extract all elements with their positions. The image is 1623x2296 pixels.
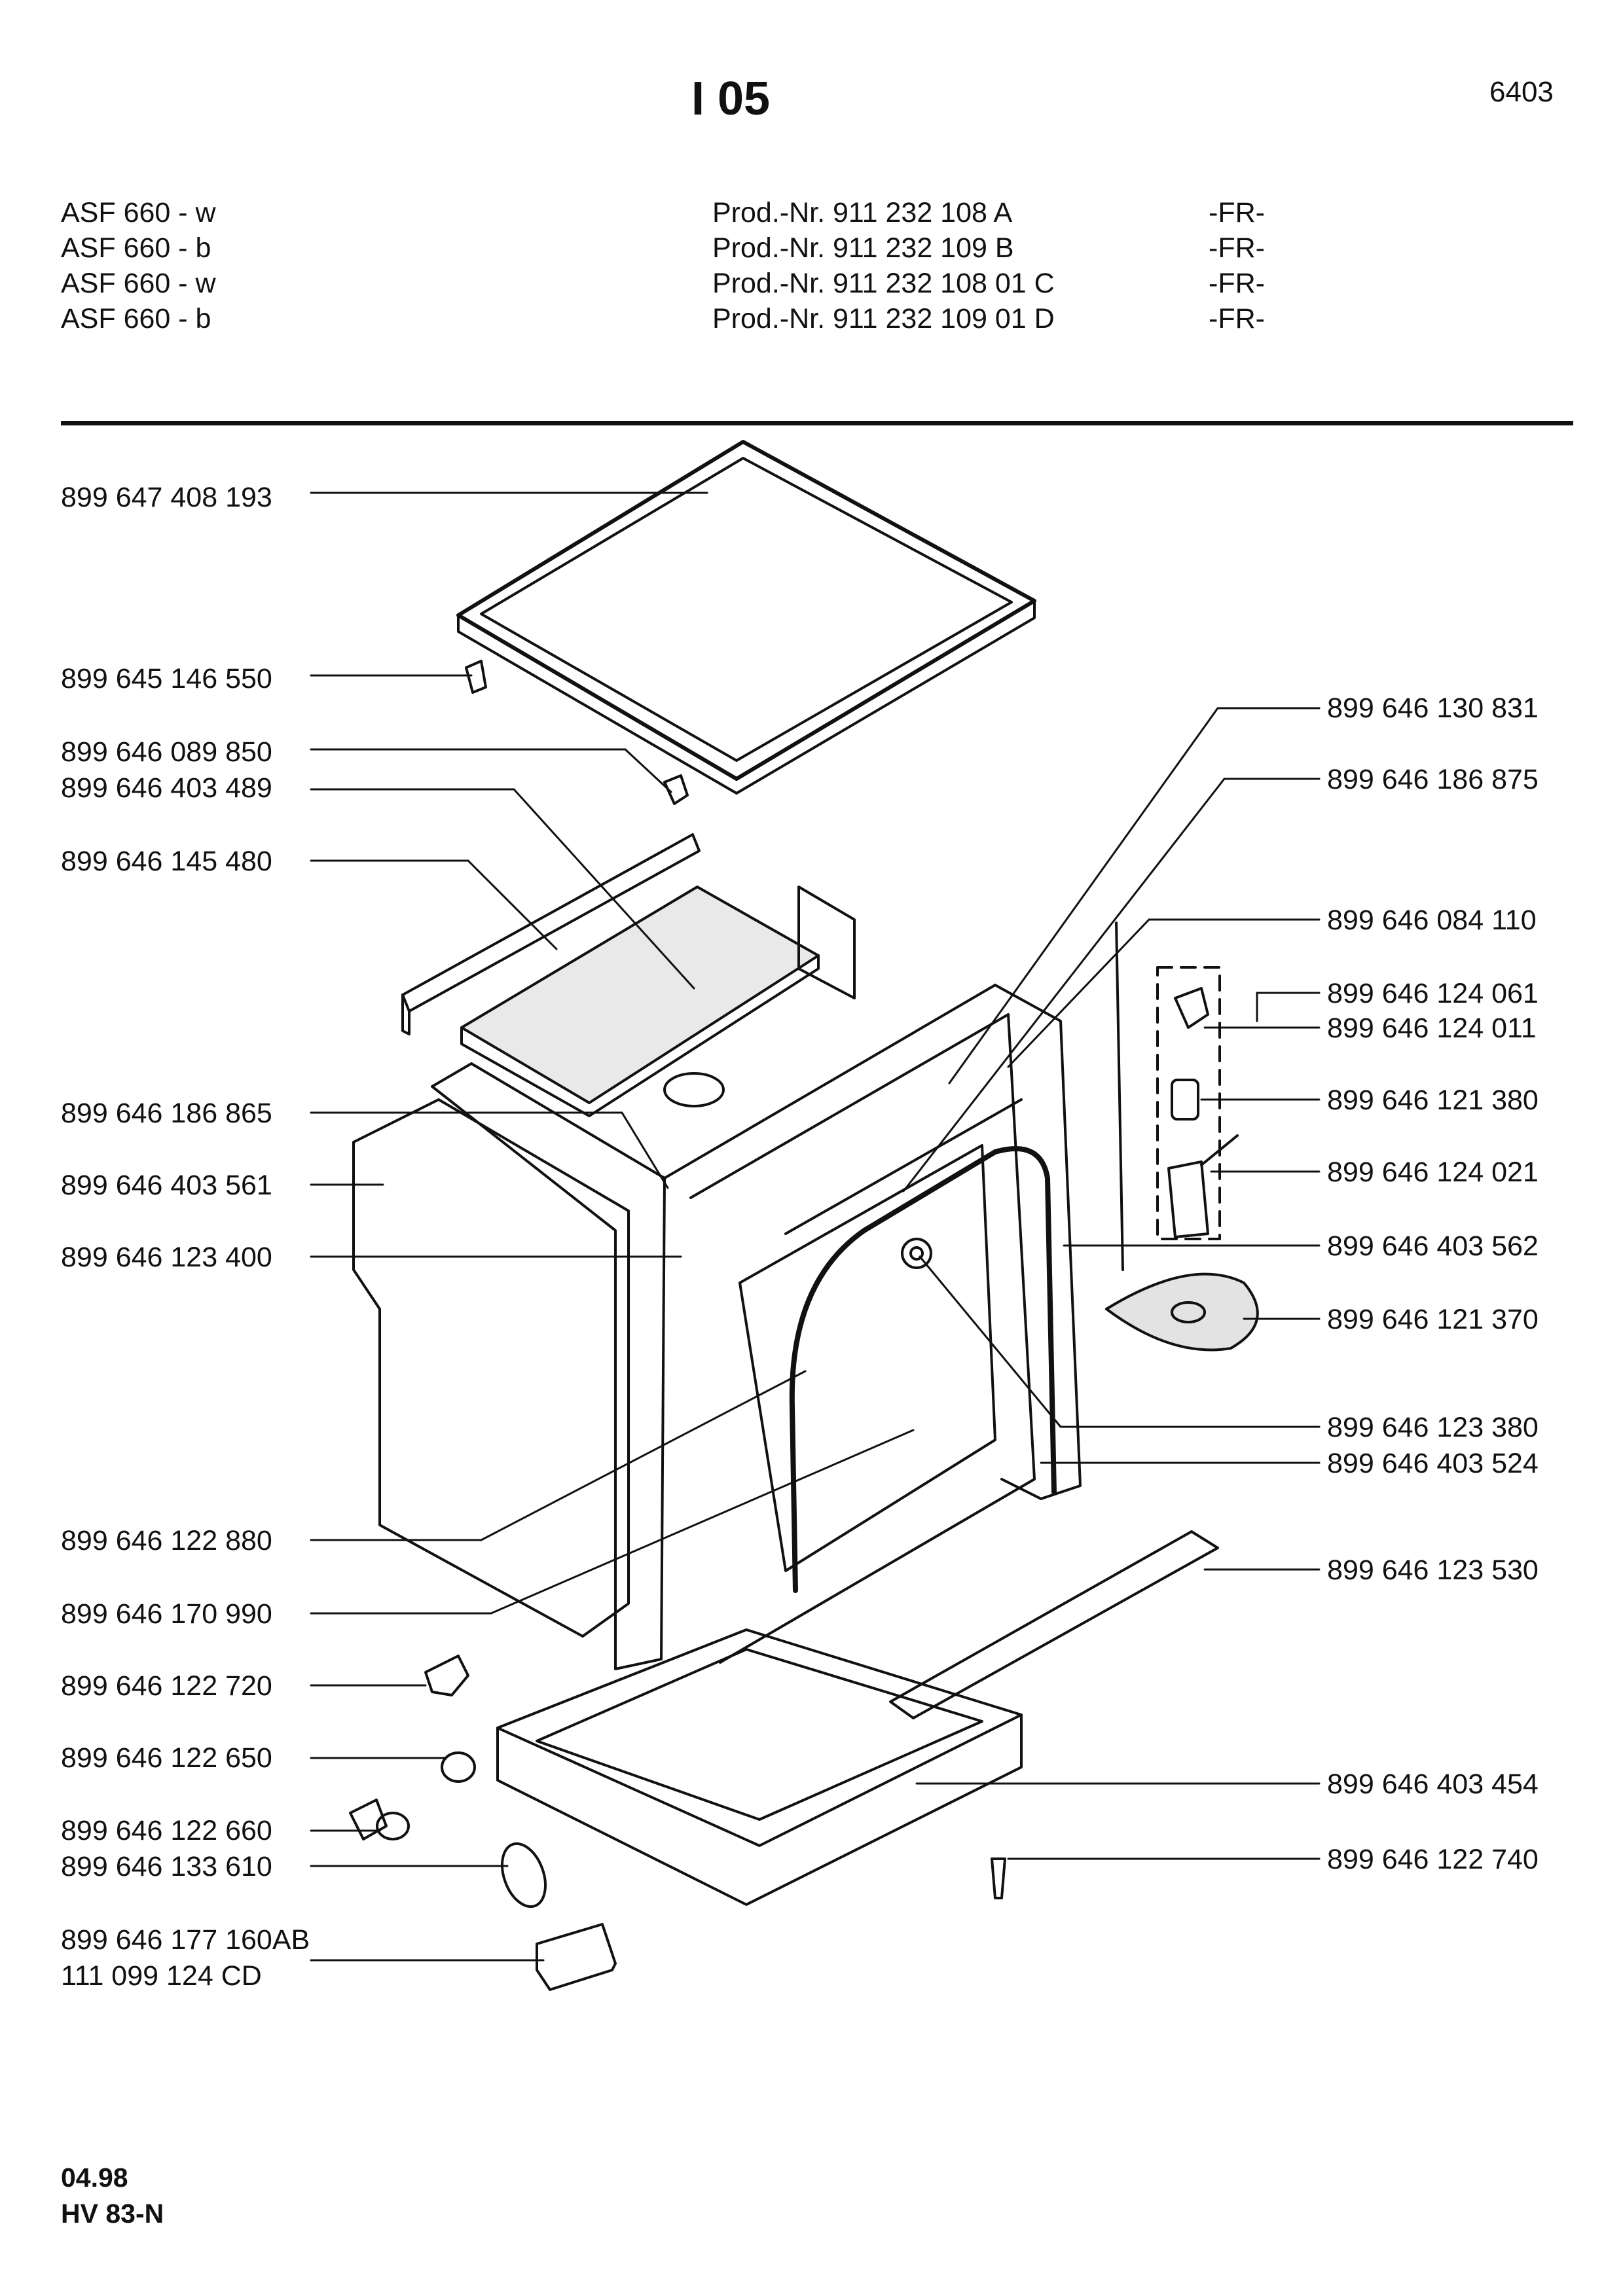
model-name: ASF 660 - b bbox=[61, 303, 211, 334]
base-frame-part bbox=[496, 1628, 1023, 1906]
model-name: ASF 660 - b bbox=[61, 232, 211, 264]
part-number-label: 899 646 124 011 bbox=[1327, 1013, 1537, 1044]
top-cover-part bbox=[456, 440, 1036, 795]
part-number-label: 899 646 145 480 bbox=[61, 846, 272, 877]
side-rail-part bbox=[889, 1530, 1219, 1719]
clip-part bbox=[465, 660, 689, 805]
page-number: 6403 bbox=[1489, 76, 1554, 108]
part-number-label: 899 646 403 524 bbox=[1327, 1448, 1539, 1479]
part-number-label: 899 646 121 370 bbox=[1327, 1304, 1539, 1335]
filter-group-part bbox=[1105, 922, 1259, 1352]
page-title: I 05 bbox=[691, 73, 771, 125]
part-number-label: 899 646 186 865 bbox=[61, 1098, 272, 1129]
footer: 04.98 HV 83-N bbox=[61, 2160, 164, 2232]
part-number-label: 899 646 133 610 bbox=[61, 1851, 272, 1882]
door-seal-part bbox=[789, 1146, 1057, 1593]
product-number: Prod.-Nr. 911 232 109 B bbox=[712, 232, 1014, 264]
part-number-label: 899 646 123 530 bbox=[1327, 1554, 1539, 1586]
part-number-label: 899 646 084 110 bbox=[1327, 905, 1537, 936]
product-number: Prod.-Nr. 911 232 108 01 C bbox=[712, 268, 1055, 299]
country-code: -FR- bbox=[1209, 303, 1265, 334]
model-name: ASF 660 - w bbox=[61, 197, 216, 228]
part-number-label: 899 646 122 880 bbox=[61, 1525, 272, 1556]
part-number-label: 899 646 122 720 bbox=[61, 1670, 272, 1702]
part-number-label: 899 646 122 660 bbox=[61, 1815, 272, 1846]
part-number-label: 111 099 124 CD bbox=[61, 1960, 262, 1992]
part-number-label: 899 646 186 875 bbox=[1327, 764, 1539, 795]
part-number-label: 899 646 122 740 bbox=[1327, 1844, 1539, 1875]
rail-strip-part bbox=[401, 833, 701, 1035]
leader-lines-right bbox=[902, 707, 1321, 1860]
country-code: -FR- bbox=[1209, 268, 1265, 299]
part-number-label: 899 646 403 562 bbox=[1327, 1230, 1539, 1262]
part-number-label: 899 647 408 193 bbox=[61, 482, 272, 513]
footer-code: HV 83-N bbox=[61, 2198, 164, 2229]
header-divider bbox=[61, 421, 1573, 425]
part-number-label: 899 646 123 380 bbox=[1327, 1412, 1539, 1443]
part-number-label: 899 646 403 454 bbox=[1327, 1768, 1539, 1800]
part-number-label: 899 646 122 650 bbox=[61, 1742, 272, 1774]
part-number-label: 899 646 124 061 bbox=[1327, 978, 1539, 1009]
country-code: -FR- bbox=[1209, 197, 1265, 228]
part-number-label: 899 646 130 831 bbox=[1327, 692, 1539, 724]
part-number-label: 899 646 403 561 bbox=[61, 1170, 272, 1201]
tub-body-part bbox=[352, 886, 1082, 1670]
part-number-label: 899 646 177 160AB bbox=[61, 1924, 310, 1956]
part-number-label: 899 646 403 489 bbox=[61, 772, 272, 804]
part-number-label: 899 646 170 990 bbox=[61, 1598, 272, 1630]
part-number-label: 899 645 146 550 bbox=[61, 663, 272, 694]
part-number-label: 899 646 123 400 bbox=[61, 1242, 272, 1273]
part-number-label: 899 646 089 850 bbox=[61, 736, 272, 768]
leader-lines-left bbox=[310, 492, 915, 1962]
part-number-label: 899 646 124 021 bbox=[1327, 1157, 1539, 1188]
product-number: Prod.-Nr. 911 232 108 A bbox=[712, 197, 1013, 228]
product-number: Prod.-Nr. 911 232 109 01 D bbox=[712, 303, 1055, 334]
insulation-mat-part bbox=[460, 886, 820, 1117]
country-code: -FR- bbox=[1209, 232, 1265, 264]
footer-date: 04.98 bbox=[61, 2162, 128, 2193]
part-number-label: 899 646 121 380 bbox=[1327, 1085, 1539, 1116]
foot-part bbox=[349, 1655, 1006, 1991]
model-name: ASF 660 - w bbox=[61, 268, 216, 299]
